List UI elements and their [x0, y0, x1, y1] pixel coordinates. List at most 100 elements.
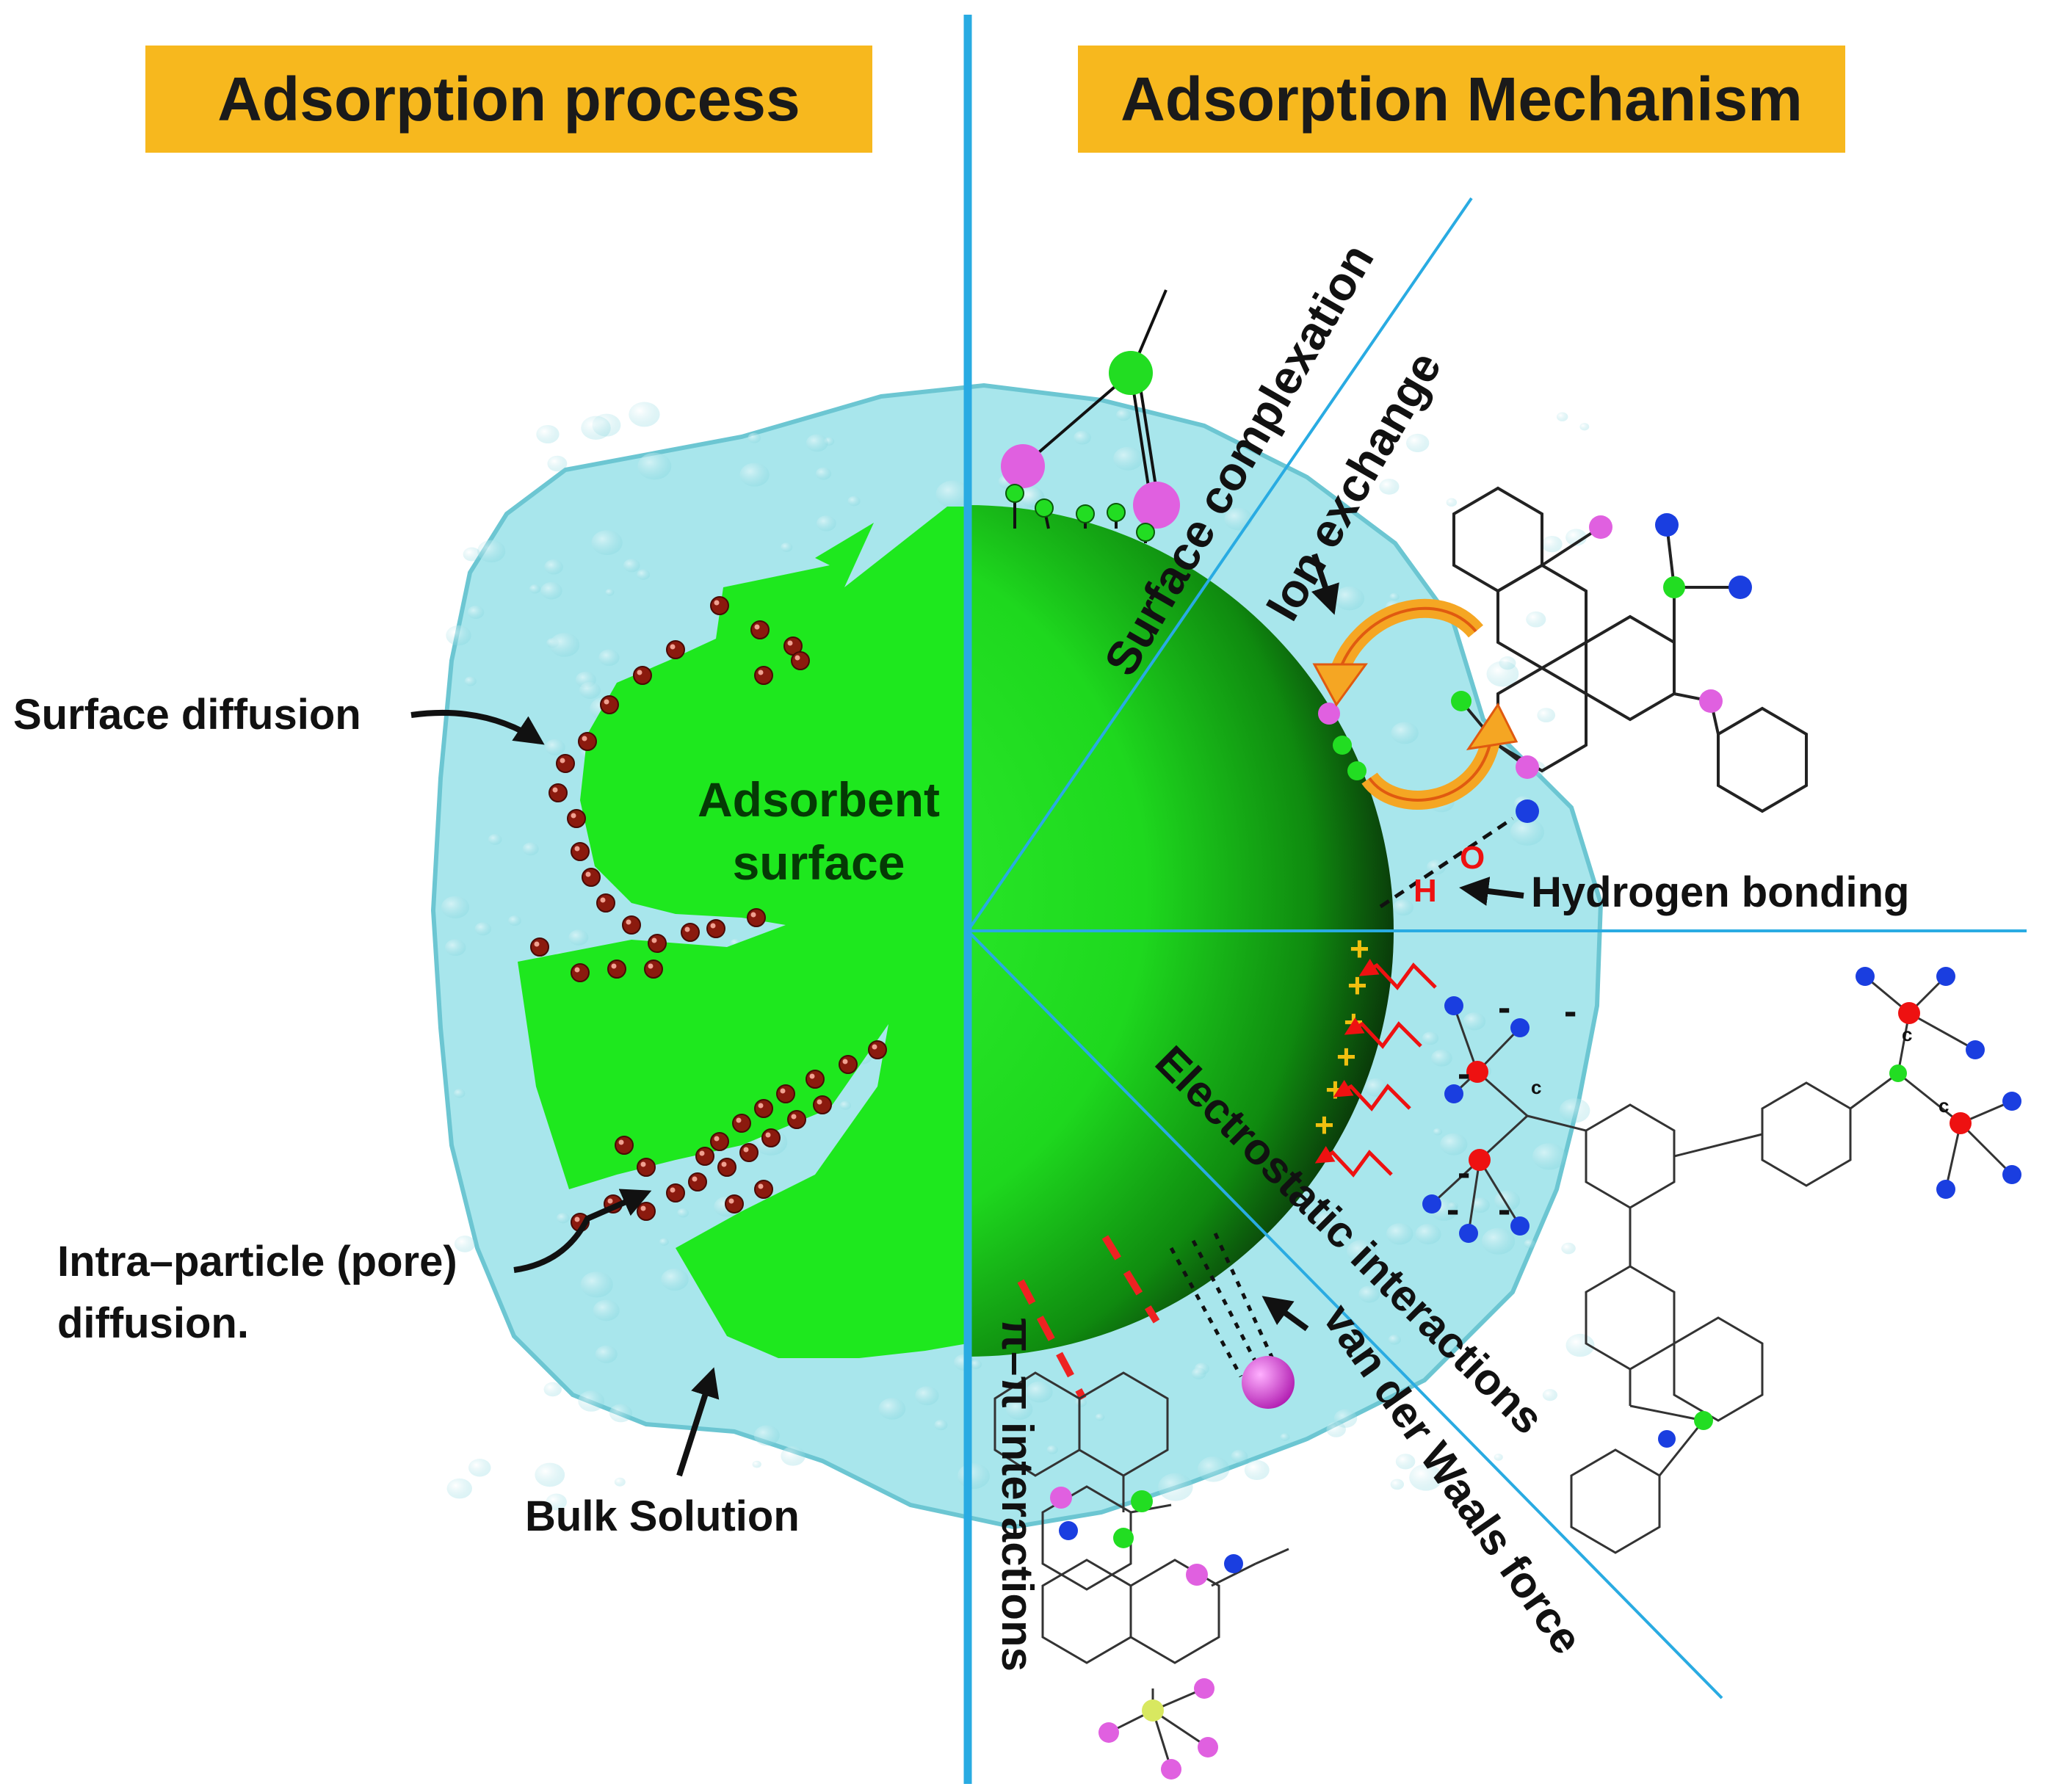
adsorption-mechanism-header: Adsorption Mechanism	[1078, 46, 1845, 153]
water-droplet	[915, 1386, 939, 1406]
water-droplet	[1197, 1456, 1230, 1482]
positive-charge: +	[1350, 929, 1369, 968]
adsorbate-particle	[750, 620, 770, 639]
water-droplet	[1556, 412, 1568, 421]
water-droplet	[508, 915, 521, 926]
water-droplet	[605, 589, 615, 596]
adsorption-process-header: Adsorption process	[145, 46, 872, 153]
water-droplet	[1334, 586, 1365, 611]
adsorbate-particle	[717, 1158, 736, 1177]
van-der-waals-ion	[1242, 1356, 1295, 1409]
electrostatic-atoms	[1422, 967, 2021, 1448]
adsorbate-particle	[706, 919, 725, 938]
water-droplet	[816, 515, 836, 532]
ligand-bead	[1136, 523, 1155, 542]
water-droplet	[1006, 1399, 1033, 1421]
adsorbate-particle	[710, 596, 729, 615]
water-droplet	[1158, 1473, 1193, 1501]
adsorbate-particle	[695, 1147, 714, 1166]
water-droplet	[1074, 430, 1091, 445]
water-droplet	[1388, 1334, 1401, 1345]
carbon-atom-label: c	[1531, 1076, 1541, 1098]
adsorbate-particle	[530, 937, 549, 957]
adsorbate-particle	[710, 1132, 729, 1151]
water-droplet	[546, 1493, 567, 1511]
ion-exchange-arrows	[1312, 598, 1518, 810]
adsorbate-particle	[666, 1183, 685, 1202]
water-droplet	[1565, 1333, 1595, 1357]
adsorbate-particle	[596, 893, 615, 913]
ion-exchange-arrow	[1311, 553, 1339, 615]
water-droplet	[556, 1213, 570, 1224]
adsorbent-surface-label-2: surface	[733, 835, 905, 890]
water-droplet	[467, 605, 485, 620]
water-droplet	[474, 922, 492, 936]
adsorbate-particle	[549, 783, 568, 802]
carbon-atom-label: c	[1939, 1095, 1949, 1117]
adsorbate-particle	[725, 1194, 744, 1214]
adsorbate-particle	[791, 651, 810, 670]
water-droplet	[444, 939, 466, 957]
water-droplet	[1405, 433, 1430, 452]
water-droplet	[1526, 611, 1546, 628]
water-droplet	[1358, 1285, 1380, 1303]
water-droplet	[815, 467, 832, 480]
water-droplet	[1393, 899, 1414, 916]
water-droplet	[847, 496, 861, 507]
adsorbent-surface-label-1: Adsorbent	[698, 772, 940, 827]
adsorbate-particles	[530, 596, 887, 1232]
water-droplet	[739, 462, 770, 487]
pi-pi-dashes	[1017, 1235, 1160, 1401]
water-droplet	[1559, 1098, 1590, 1123]
water-droplet	[1579, 423, 1590, 431]
water-droplet	[753, 1425, 780, 1446]
bulk-solution-label: Bulk Solution	[525, 1492, 800, 1540]
water-droplet	[1026, 1381, 1053, 1403]
water-droplet	[1326, 1421, 1346, 1437]
adsorbate-particle	[681, 923, 700, 942]
water-droplet	[464, 676, 477, 686]
water-droplet	[1379, 479, 1400, 495]
water-droplet	[441, 896, 470, 919]
ligand-bead	[1107, 503, 1126, 522]
water-droplet	[1430, 1049, 1452, 1067]
water-droplet	[543, 1382, 562, 1397]
water-droplet	[488, 834, 502, 845]
attraction-arrow	[1314, 1145, 1393, 1178]
water-droplet	[1390, 1479, 1405, 1490]
adsorption-process-title: Adsorption process	[217, 64, 800, 134]
water-droplet	[1191, 1368, 1206, 1379]
adsorbate-particle	[761, 1128, 781, 1147]
water-droplet	[545, 739, 565, 755]
water-droplet	[661, 1268, 689, 1291]
water-droplet	[529, 584, 541, 594]
water-droplet	[935, 480, 971, 508]
water-droplet	[1409, 1464, 1443, 1491]
adsorbate-particle	[567, 809, 586, 828]
water-droplet	[468, 1459, 491, 1477]
water-droplet	[1524, 1239, 1535, 1249]
water-droplet	[581, 416, 611, 440]
intra-particle-label-2: diffusion.	[57, 1299, 249, 1347]
van-der-waals-lines	[1169, 1232, 1276, 1378]
water-droplet	[540, 581, 562, 600]
water-droplet	[1494, 1454, 1503, 1461]
mechanism-sector-lines	[966, 197, 2027, 1700]
adsorbate-particle	[644, 960, 663, 979]
water-droplet	[637, 569, 651, 580]
attraction-arrow	[1333, 1079, 1411, 1111]
water-droplet	[1095, 1413, 1105, 1421]
water-droplet	[839, 1100, 852, 1110]
adsorbate-particle	[739, 1143, 759, 1162]
adsorbate-particle	[637, 1158, 656, 1177]
water-droplet	[609, 1404, 633, 1423]
pi-pi-interactions-label: π–π interactions	[993, 1318, 1042, 1672]
attraction-arrow	[1344, 1017, 1422, 1049]
adsorbate-particle	[754, 666, 773, 685]
adsorbate-particle	[839, 1055, 858, 1074]
water-droplet	[547, 455, 568, 472]
water-droplet	[477, 540, 506, 563]
water-droplet	[781, 542, 793, 552]
ligand-bead	[1076, 504, 1095, 523]
water-droplet	[454, 1236, 476, 1252]
